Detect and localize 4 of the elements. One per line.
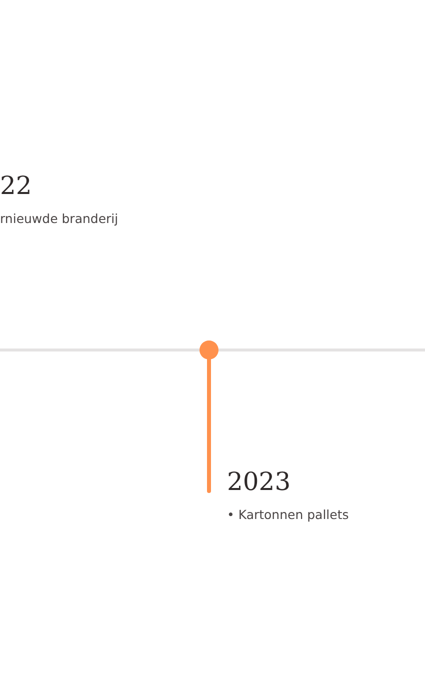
event-text: rnieuwde branderij <box>0 210 118 228</box>
event-text: • Kartonnen pallets <box>227 506 349 524</box>
year-heading: 2023 <box>227 467 291 497</box>
year-heading: 22 <box>0 171 32 201</box>
